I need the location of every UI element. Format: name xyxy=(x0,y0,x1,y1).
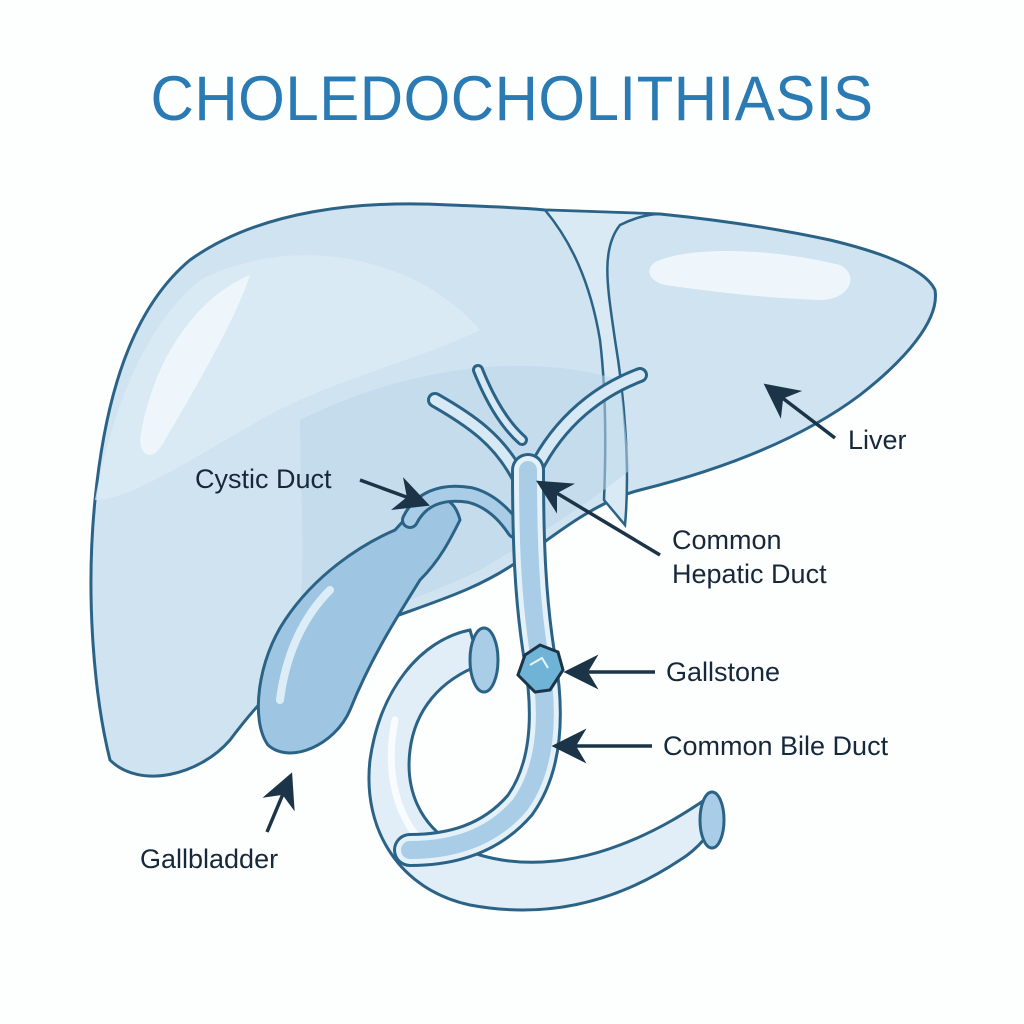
gallstone xyxy=(516,643,565,694)
duodenum-opening-end xyxy=(698,790,726,850)
bile-duct-system xyxy=(393,364,648,867)
liver-highlight-area xyxy=(95,255,480,500)
left-lobe-highlight xyxy=(649,250,851,300)
liver-highlight xyxy=(140,275,250,455)
gallbladder-arrow xyxy=(262,772,295,833)
liver-arrow xyxy=(763,383,837,440)
gallbladder xyxy=(256,496,462,755)
label-common-bile-duct: Common Bile Duct xyxy=(663,731,889,761)
duodenum-opening-top xyxy=(468,626,500,694)
cystic-duct-arrow xyxy=(359,477,430,510)
common-hepatic-duct-arrow xyxy=(535,480,661,557)
label-common-hepatic-duct-line1: Common xyxy=(672,525,782,555)
label-common-hepatic-duct-line2: Hepatic Duct xyxy=(672,559,827,589)
label-arrows xyxy=(262,383,837,833)
label-gallstone: Gallstone xyxy=(666,657,781,687)
label-cystic-duct: Cystic Duct xyxy=(195,464,332,494)
label-gallbladder: Gallbladder xyxy=(140,844,279,874)
label-liver: Liver xyxy=(848,425,907,455)
falciform-ligament xyxy=(542,208,661,529)
diagram-title: CHOLEDOCHOLITHIASIS xyxy=(150,63,874,134)
